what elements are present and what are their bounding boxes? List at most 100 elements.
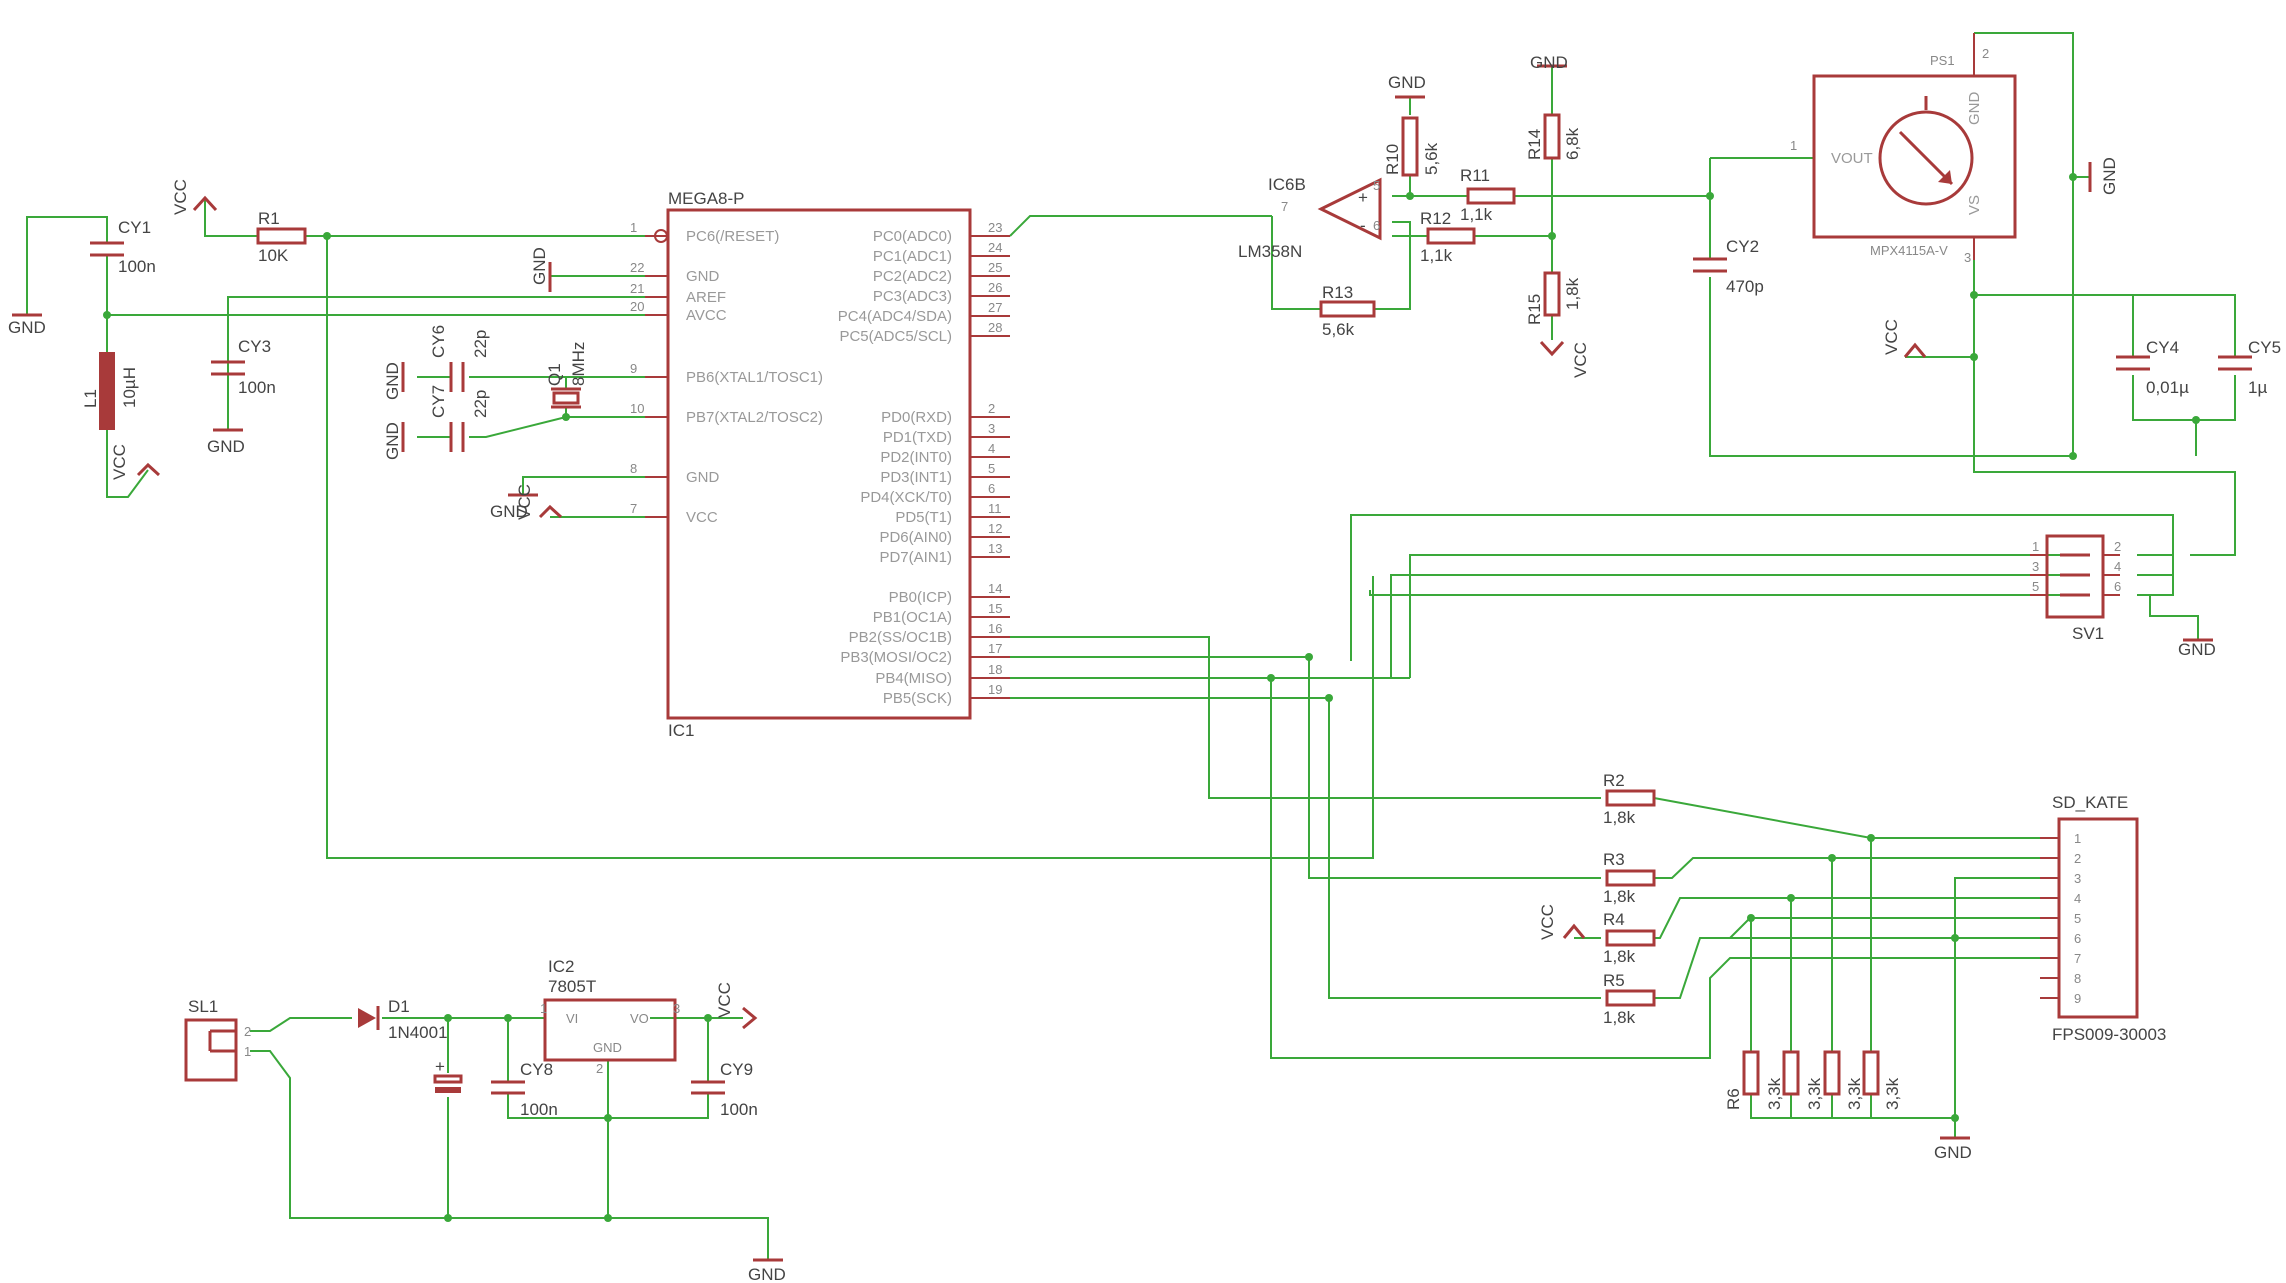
ic1-pin-signal: PB2(SS/OC1B) — [849, 629, 952, 646]
r6-value: 3,3k — [1765, 1077, 1784, 1110]
ic1-pin-number: 16 — [988, 621, 1002, 636]
r6-ref: R6 — [1724, 1088, 1743, 1110]
gnd-label: GND — [2100, 157, 2119, 195]
cy5-value: 1µ — [2248, 378, 2267, 397]
ic1-pin-signal: GND — [686, 469, 720, 486]
ic1-pin-number: 9 — [630, 361, 637, 376]
ic1-ref: IC1 — [668, 721, 694, 740]
ic1-pin-number: 18 — [988, 662, 1002, 677]
cy9-ref: CY9 — [720, 1060, 753, 1079]
ic1-pin-signal: PB6(XTAL1/TOSC1) — [686, 369, 823, 386]
ic1-pin-number: 23 — [988, 220, 1002, 235]
ic1-pin-signal: PC4(ADC4/SDA) — [838, 308, 952, 325]
ic1-pin-signal: GND — [686, 268, 720, 285]
svg-text:5: 5 — [1373, 178, 1380, 193]
ic1-pin-number: 8 — [630, 461, 637, 476]
r11-value: 1,1k — [1460, 205, 1493, 224]
cy9-value: 100n — [720, 1100, 758, 1119]
r14-value: 6,8k — [1563, 127, 1582, 160]
ic1-pin-signal: PD4(XCK/T0) — [860, 489, 952, 506]
vcc-label: VCC — [1882, 319, 1901, 355]
gnd-label: GND — [383, 362, 402, 400]
ic1-pin-number: 12 — [988, 521, 1002, 536]
gnd-label: GND — [2178, 640, 2216, 659]
gnd-label: GND — [1934, 1143, 1972, 1162]
svg-text:2: 2 — [244, 1024, 251, 1039]
r5-value: 1,8k — [1603, 1008, 1636, 1027]
sd-pin-number: 2 — [2074, 851, 2081, 866]
ic1-pin-number: 15 — [988, 601, 1002, 616]
sv1-pin-number: 2 — [2114, 539, 2121, 554]
ic1-pin-number: 22 — [630, 260, 644, 275]
svg-text:GND: GND — [1966, 92, 1983, 126]
ic1-pin-number: 24 — [988, 240, 1002, 255]
ic1-pin-number: 14 — [988, 581, 1002, 596]
sv1-pin-number: 1 — [2032, 539, 2039, 554]
svg-text:VI: VI — [566, 1011, 578, 1026]
ic1-pin-signal: PD3(INT1) — [880, 469, 952, 486]
ic1-pin-number: 28 — [988, 320, 1002, 335]
supply-symbols: GND GND GND GND GND GND GND GND GND GND … — [8, 53, 2216, 1283]
svg-text:VS: VS — [1966, 195, 1983, 215]
vcc-label: VCC — [110, 444, 129, 480]
ic1-pin-signal: PB7(XTAL2/TOSC2) — [686, 409, 823, 426]
r4-value: 1,8k — [1603, 947, 1636, 966]
ic1-pin-signal: PB3(MOSI/OC2) — [840, 649, 952, 666]
d1-value: 1N4001 — [388, 1023, 448, 1042]
l1-value: 10µH — [120, 367, 139, 408]
r4-ref: R4 — [1603, 910, 1625, 929]
cy5-ref: CY5 — [2248, 338, 2281, 357]
ic1-pin-number: 21 — [630, 281, 644, 296]
r12-value: 1,1k — [1420, 246, 1453, 265]
cy2-ref: CY2 — [1726, 237, 1759, 256]
svg-text:-: - — [1360, 216, 1366, 235]
cy2-value: 470p — [1726, 277, 1764, 296]
components: R1 10K CY1 100n L1 10µH CY3 100n CY6 22p… — [81, 33, 2281, 1119]
svg-text:VOUT: VOUT — [1831, 150, 1873, 167]
ic1-pin-number: 19 — [988, 682, 1002, 697]
r3-ref: R3 — [1603, 850, 1625, 869]
sd-pin-number: 7 — [2074, 951, 2081, 966]
r1-value: 10K — [258, 246, 289, 265]
ic1-pin-signal: VCC — [686, 509, 718, 526]
gnd-label: GND — [1388, 73, 1426, 92]
svg-text:3: 3 — [673, 1001, 680, 1016]
sd-ref: SD_KATE — [2052, 793, 2128, 812]
sd-pin-number: 8 — [2074, 971, 2081, 986]
r5-ref: R5 — [1603, 971, 1625, 990]
gnd-label: GND — [530, 247, 549, 285]
ic1-pin-number: 7 — [630, 501, 637, 516]
ps1-ref: PS1 — [1930, 53, 1955, 68]
svg-text:GND: GND — [593, 1040, 622, 1055]
gnd-label: GND — [8, 318, 46, 337]
gnd-label: GND — [748, 1265, 786, 1283]
vcc-label: VCC — [1538, 904, 1557, 940]
ic1-pin-signal: PB0(ICP) — [889, 589, 952, 606]
ic1-pin-number: 17 — [988, 641, 1002, 656]
sv1-pin-number: 5 — [2032, 579, 2039, 594]
r14-ref: R14 — [1525, 129, 1544, 160]
ic1-pin-signal: PD7(AIN1) — [879, 549, 952, 566]
ic1-pin-signal: PC0(ADC0) — [873, 228, 952, 245]
svg-text:+: + — [1358, 188, 1368, 207]
ic1-pin-number: 25 — [988, 260, 1002, 275]
r13-ref: R13 — [1322, 283, 1353, 302]
ic1-pin-number: 11 — [988, 501, 1002, 516]
r10-ref: R10 — [1383, 144, 1402, 175]
svg-text:6: 6 — [1373, 218, 1380, 233]
cy6-value: 22p — [471, 330, 490, 358]
cy3-value: 100n — [238, 378, 276, 397]
ic1-name: MEGA8-P — [668, 189, 745, 208]
ic1-pin-signal: PD6(AIN0) — [879, 529, 952, 546]
ic1-pin-signal: PD5(T1) — [895, 509, 952, 526]
sv1-ref: SV1 — [2072, 624, 2104, 643]
ic1-pin-number: 6 — [988, 481, 995, 496]
svg-text:1: 1 — [540, 1001, 547, 1016]
ic1-pin-number: 10 — [630, 401, 644, 416]
ic1-pin-number: 1 — [630, 220, 637, 235]
r13-value: 5,6k — [1322, 320, 1355, 339]
cy1-value: 100n — [118, 257, 156, 276]
ic1-pin-number: 13 — [988, 541, 1002, 556]
ic1-pin-signal: PD1(TXD) — [883, 429, 952, 446]
